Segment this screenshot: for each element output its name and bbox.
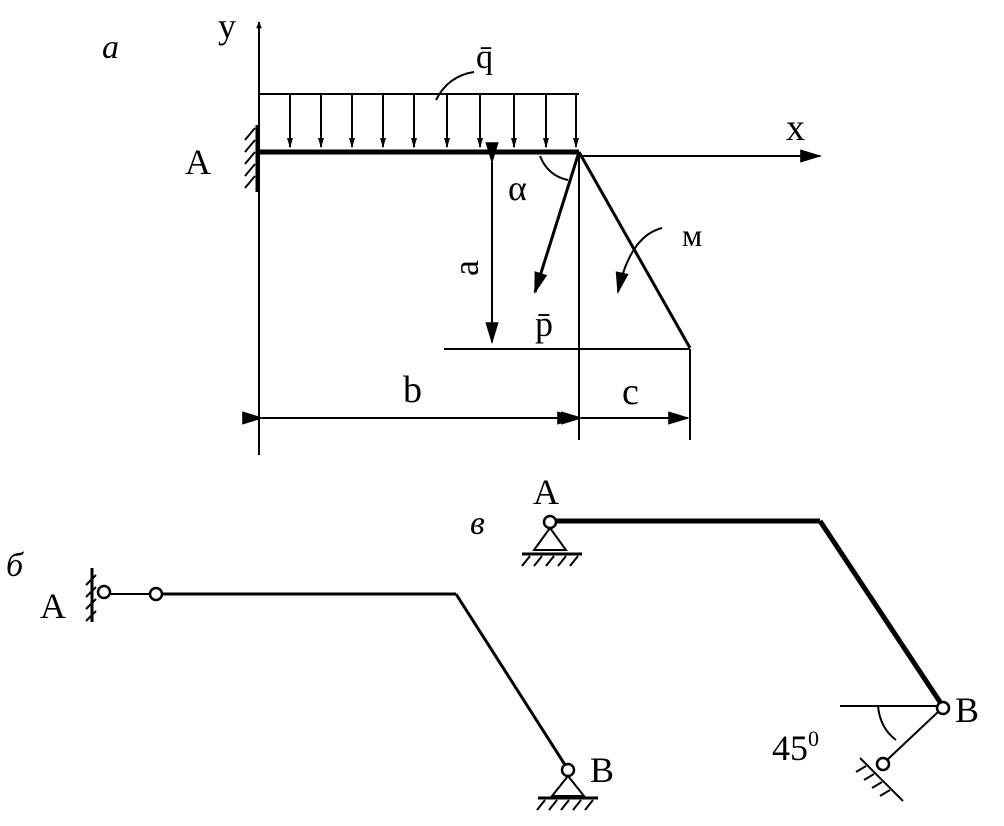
panel-v-label: в xyxy=(470,505,485,542)
dimension-b-label: b xyxy=(403,369,422,411)
support-c-hatch xyxy=(855,757,904,802)
angle-alpha-label: α xyxy=(508,168,527,208)
force-p-label: p̄ xyxy=(535,304,553,344)
moment-m-label: м xyxy=(682,217,702,253)
force-p-arrow xyxy=(533,151,581,295)
panel-b: б A B xyxy=(6,547,614,811)
moment-m-arrow xyxy=(615,227,663,295)
support-a-v-triangle xyxy=(532,526,568,551)
dimension-c-label: c xyxy=(622,371,639,413)
frame-inclined-v xyxy=(817,519,945,707)
hinge-b-b xyxy=(560,762,576,778)
point-b-label-b: B xyxy=(590,750,614,790)
distributed-load-q xyxy=(259,71,579,148)
support-b-hatch xyxy=(536,799,594,811)
point-b-label-v: B xyxy=(955,690,979,730)
y-axis-label: y xyxy=(218,6,236,46)
angle-45-arc xyxy=(877,705,897,741)
hinge-a2-b xyxy=(148,586,164,602)
support-a-v-hatch xyxy=(521,555,579,567)
panel-v: в A B 450 xyxy=(470,472,979,802)
fixed-support-a xyxy=(244,125,259,192)
angle-alpha-arc xyxy=(539,155,569,181)
point-a-label: A xyxy=(185,142,211,182)
angle-45-degree: 0 xyxy=(808,726,819,751)
support-rod-v xyxy=(886,711,939,761)
panel-a-label: а xyxy=(102,29,119,66)
frame-inclined-b xyxy=(454,593,569,769)
panel-b-label: б xyxy=(6,547,25,584)
point-a-label-v: A xyxy=(533,472,559,512)
x-axis-label: x xyxy=(786,107,805,149)
panel-a: а y x A xyxy=(102,6,823,455)
angle-45-label: 450 xyxy=(772,726,819,768)
angle-45-value: 45 xyxy=(772,728,808,768)
hinge-a-v xyxy=(542,514,558,530)
hinge-c-v xyxy=(875,756,891,772)
hinge-a1-b xyxy=(96,584,112,600)
hinge-b-v xyxy=(935,700,951,716)
dimension-a-label: a xyxy=(446,260,486,276)
load-q-label: q̄ xyxy=(476,39,493,76)
support-b-triangle xyxy=(549,774,587,797)
support-a-b xyxy=(85,568,97,622)
point-a-label-b: A xyxy=(40,586,66,626)
